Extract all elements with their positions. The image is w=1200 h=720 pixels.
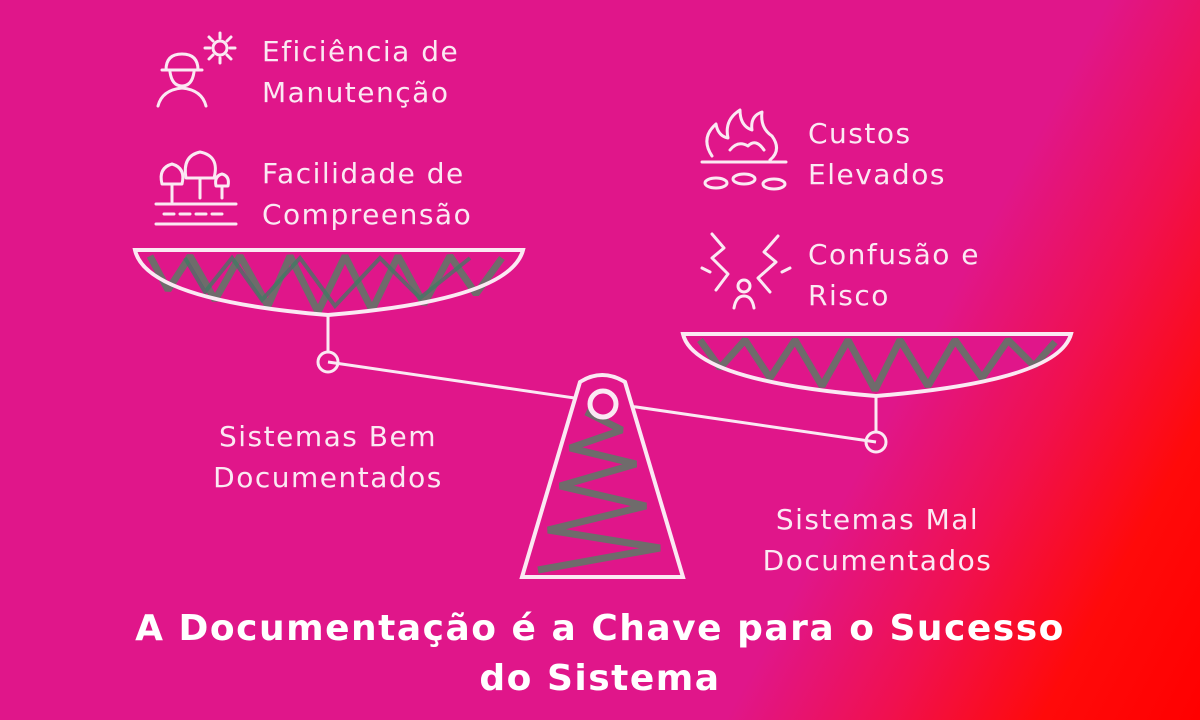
label-well-documented-systems: Sistemas Bem Documentados: [198, 416, 458, 498]
benefit-understanding-line1: Facilidade de: [262, 157, 465, 190]
scale-fulcrum: [519, 373, 686, 579]
left-pivot: [316, 350, 340, 374]
well-documented-line1: Sistemas Bem: [219, 420, 437, 453]
drawback-costs-line2: Elevados: [808, 158, 946, 191]
title-line2: do Sistema: [479, 658, 721, 699]
left-scale-pan: [132, 248, 526, 318]
benefit-maintenance-line2: Manutenção: [262, 76, 450, 109]
engineer-gear-icon: [156, 31, 237, 108]
drawback-confusion-line1: Confusão e: [808, 238, 981, 271]
money-fire-icon: [700, 108, 788, 191]
trees-landscape-icon: [154, 150, 238, 226]
well-documented-line2: Documentados: [213, 461, 443, 494]
fulcrum-pivot: [587, 388, 619, 420]
diagram-title: A Documentação é a Chave para o Sucesso …: [0, 604, 1200, 704]
drawback-high-costs: Custos Elevados: [808, 113, 946, 195]
drawback-costs-line1: Custos: [808, 117, 912, 150]
benefit-understanding-line2: Compreensão: [262, 198, 473, 231]
benefit-maintenance-efficiency: Eficiência de Manutenção: [262, 31, 459, 113]
lightning-person-icon: [700, 232, 792, 310]
drawback-confusion-risk: Confusão e Risco: [808, 234, 980, 316]
right-pivot: [864, 430, 888, 454]
title-line1: A Documentação é a Chave para o Sucesso: [135, 608, 1065, 649]
poorly-documented-line2: Documentados: [762, 544, 993, 577]
drawback-confusion-line2: Risco: [808, 279, 890, 312]
benefit-ease-of-understanding: Facilidade de Compreensão: [262, 153, 472, 235]
benefit-maintenance-line1: Eficiência de: [262, 35, 460, 68]
poorly-documented-line1: Sistemas Mal: [775, 503, 980, 536]
right-scale-pan: [680, 332, 1074, 399]
label-poorly-documented-systems: Sistemas Mal Documentados: [745, 499, 1010, 581]
